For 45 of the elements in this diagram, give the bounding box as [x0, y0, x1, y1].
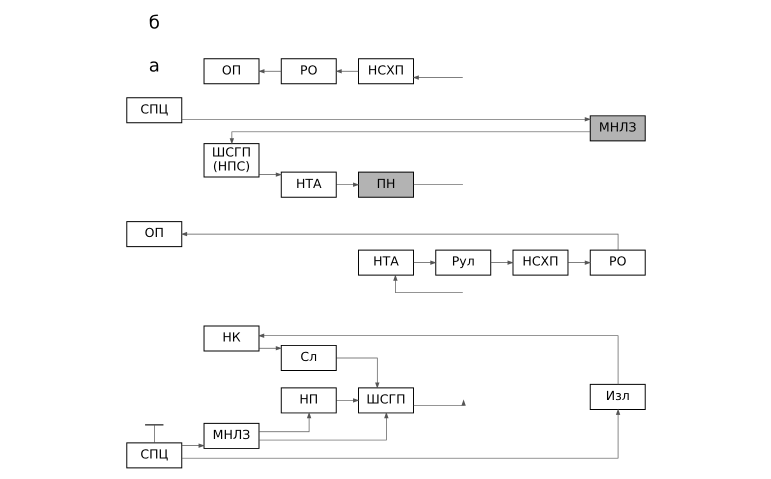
arrow [412, 75, 463, 80]
node-box: СПЦ [126, 97, 182, 124]
node-box: Изл [589, 384, 646, 410]
arrow [490, 260, 514, 265]
node-box: ОП [203, 58, 259, 84]
arrow [412, 399, 466, 406]
node-box: МНЛЗ [589, 115, 646, 142]
node-box: НТА [358, 250, 414, 276]
label: а [148, 55, 160, 76]
arrow [181, 443, 204, 448]
node-box: Сл [280, 344, 336, 371]
arrow [336, 398, 359, 403]
node-box: ПН [358, 172, 414, 198]
node-box: РО [280, 58, 336, 84]
arrow [257, 334, 618, 385]
node-box: СПЦ [126, 442, 182, 468]
arrow [258, 412, 311, 432]
node-box: ОП [126, 221, 182, 248]
arrow [258, 172, 282, 177]
node-box: НСХП [358, 58, 414, 84]
node-box: НТА [280, 172, 336, 198]
arrow [258, 346, 282, 350]
node-box: ШСГП (НПС) [203, 143, 259, 178]
arrow [336, 358, 379, 389]
arrow [181, 408, 620, 459]
node-bar [144, 424, 163, 426]
node-box: Рул [434, 250, 491, 276]
node-box: НСХП [512, 250, 568, 276]
node-box: МНЛЗ [203, 422, 259, 449]
node-box: РО [589, 250, 646, 276]
connector [412, 184, 463, 186]
arrow [258, 69, 281, 74]
arrow [229, 131, 590, 144]
arrow [336, 182, 359, 187]
arrow [412, 260, 436, 265]
arrow [180, 232, 618, 250]
arrow [181, 117, 591, 122]
node-box: НК [203, 325, 259, 352]
label: б [148, 12, 160, 34]
arrow [334, 69, 358, 74]
arrow [567, 260, 591, 265]
arrow [392, 274, 463, 293]
node-box: ШСГП [358, 387, 414, 414]
arrow [258, 412, 388, 440]
node-box: НП [280, 387, 336, 414]
